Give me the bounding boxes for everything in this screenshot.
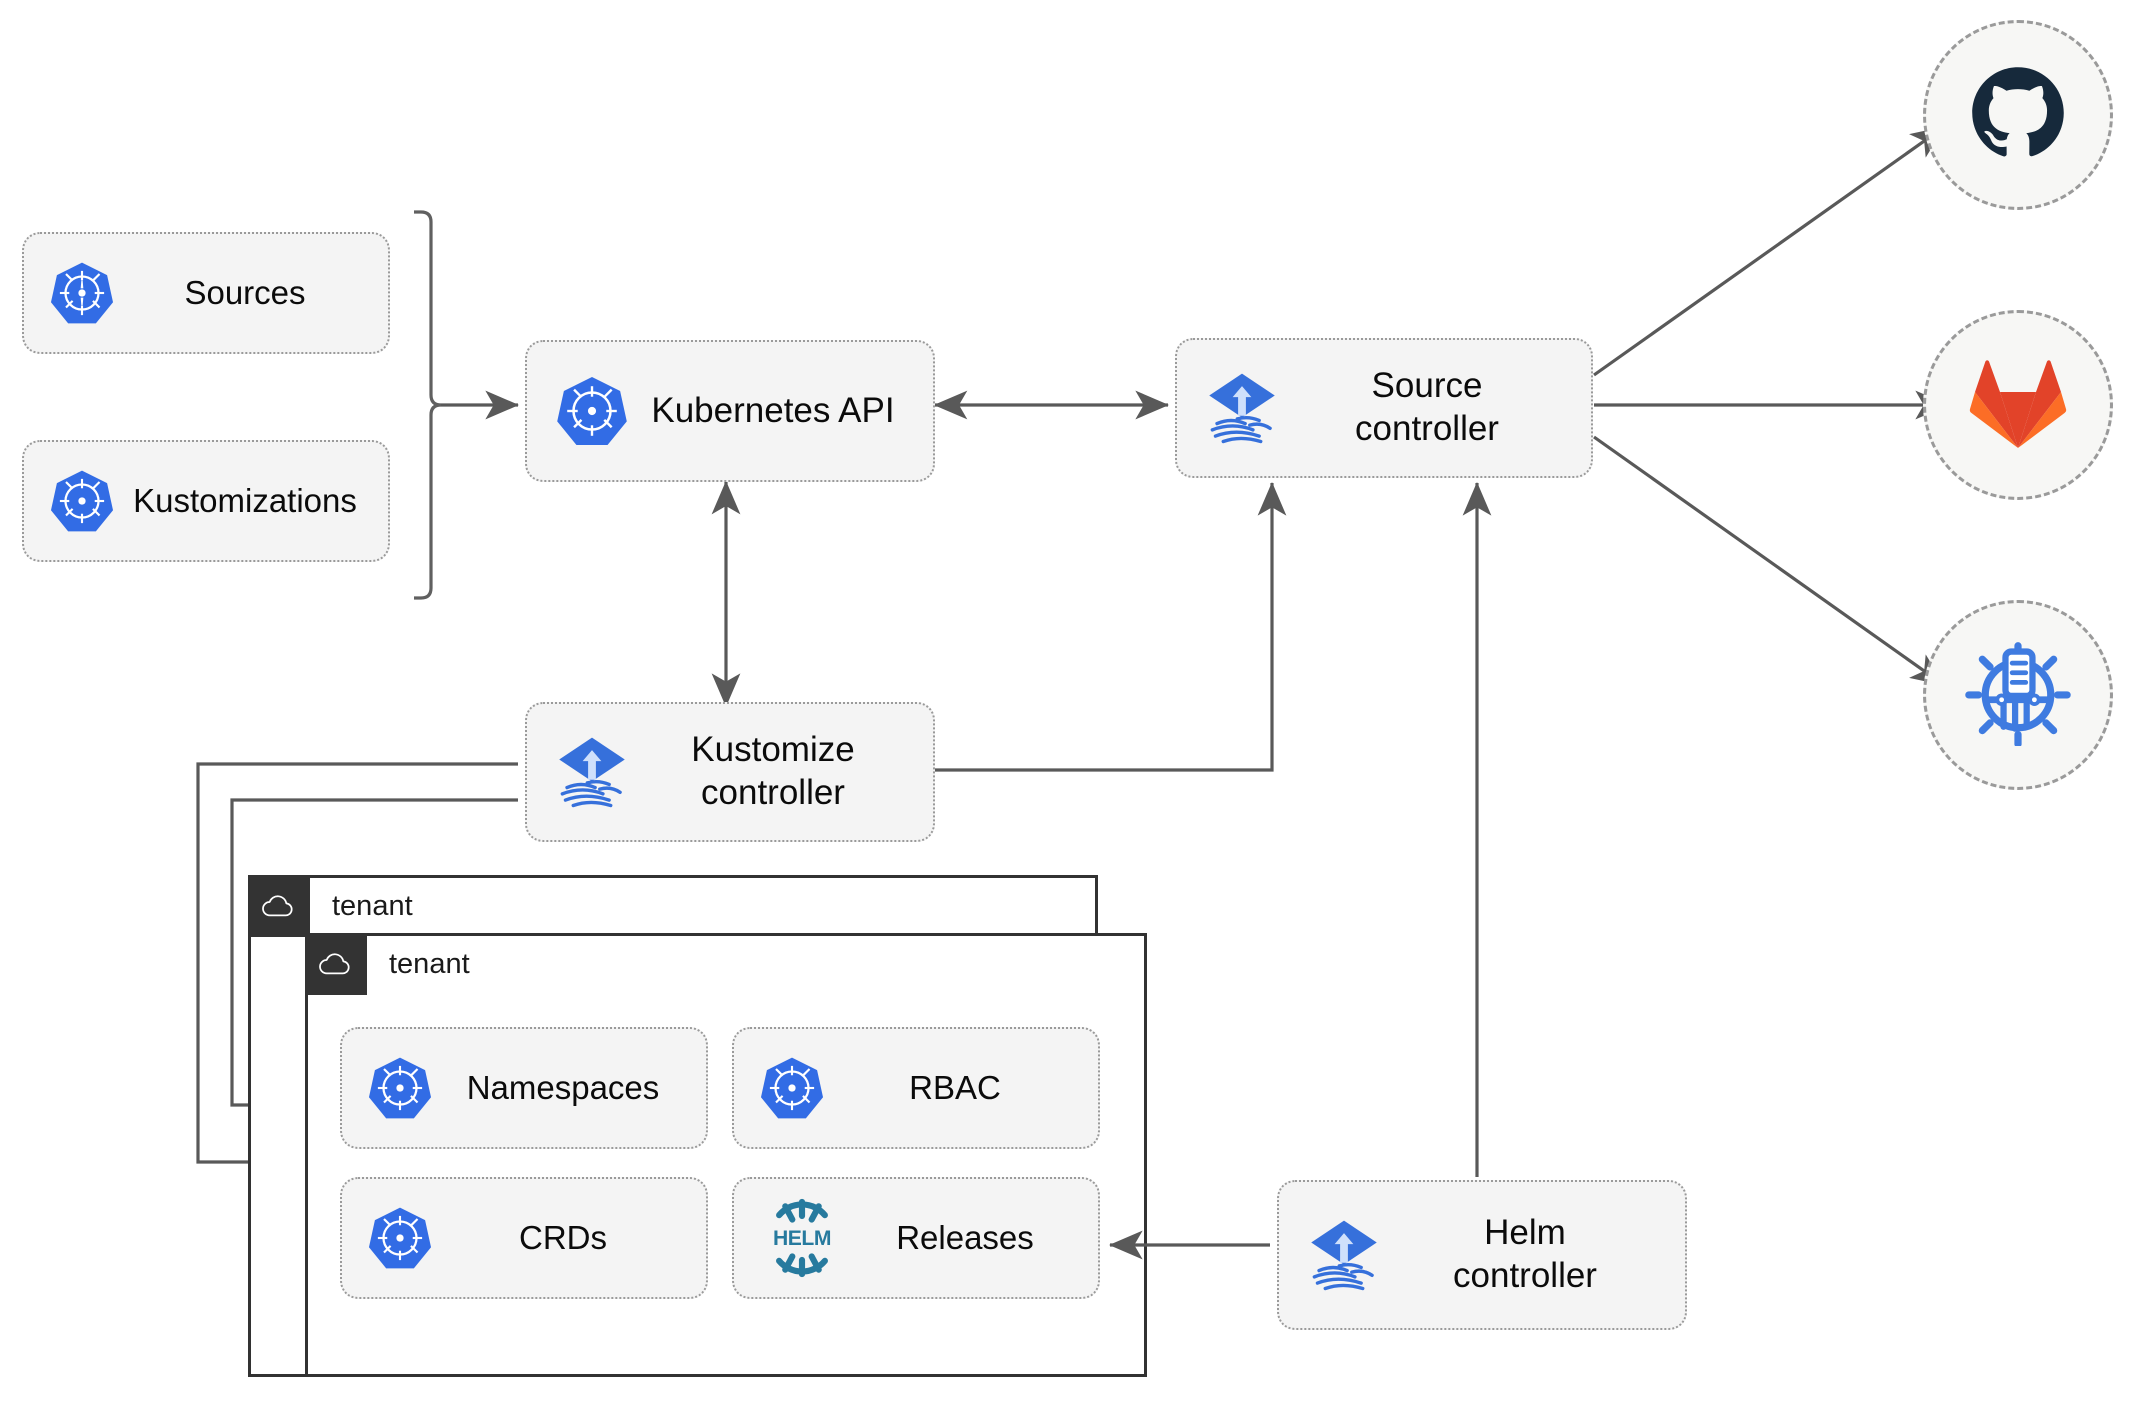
- provider-github[interactable]: [1923, 20, 2113, 210]
- helm-icon: HELM: [756, 1198, 848, 1278]
- node-crds[interactable]: CRDs: [340, 1177, 708, 1299]
- node-label: Source controller: [1355, 366, 1499, 448]
- node-namespaces[interactable]: Namespaces: [340, 1027, 708, 1149]
- node-helm-controller[interactable]: Helm controller: [1277, 1180, 1687, 1330]
- node-kubernetes-api[interactable]: Kubernetes API: [525, 340, 935, 482]
- tenant-tab: tenant: [248, 875, 413, 937]
- node-source-controller[interactable]: Source controller: [1175, 338, 1593, 478]
- node-label: CRDs: [519, 1218, 607, 1256]
- node-label: Helm controller: [1453, 1213, 1597, 1295]
- svg-text:HELM: HELM: [773, 1227, 831, 1250]
- flux-icon: [1305, 1216, 1383, 1294]
- provider-helm-repository[interactable]: [1923, 600, 2113, 790]
- kubernetes-icon: [46, 257, 118, 329]
- github-icon: [1966, 61, 2070, 170]
- node-sources[interactable]: Sources: [22, 232, 390, 354]
- kubernetes-icon: [364, 1202, 436, 1274]
- cloud-icon: [305, 933, 367, 995]
- tenant-label: tenant: [389, 947, 470, 980]
- kubernetes-icon: [756, 1052, 828, 1124]
- cloud-icon: [248, 875, 310, 937]
- kubernetes-icon: [364, 1052, 436, 1124]
- node-kustomize-controller[interactable]: Kustomize controller: [525, 702, 935, 842]
- tenant-container-inner[interactable]: tenant: [305, 933, 1147, 1377]
- kubernetes-icon: [553, 372, 631, 450]
- tenant-label: tenant: [332, 889, 413, 922]
- node-releases[interactable]: HELM Releases: [732, 1177, 1100, 1299]
- node-label: RBAC: [909, 1068, 1001, 1106]
- flux-icon: [1203, 369, 1281, 447]
- node-label: Sources: [184, 273, 306, 311]
- node-label: Kustomizations: [133, 481, 357, 519]
- helm-repository-icon: [1965, 640, 2071, 751]
- kubernetes-icon: [46, 465, 118, 537]
- node-label: Kubernetes API: [651, 390, 895, 430]
- provider-gitlab[interactable]: [1923, 310, 2113, 500]
- node-rbac[interactable]: RBAC: [732, 1027, 1100, 1149]
- node-kustomizations[interactable]: Kustomizations: [22, 440, 390, 562]
- node-label: Kustomize controller: [691, 730, 855, 812]
- node-label: Namespaces: [466, 1068, 660, 1106]
- node-label: Releases: [896, 1218, 1034, 1256]
- tenant-tab: tenant: [305, 933, 470, 995]
- gitlab-icon: [1968, 356, 2068, 455]
- flux-icon: [553, 733, 631, 811]
